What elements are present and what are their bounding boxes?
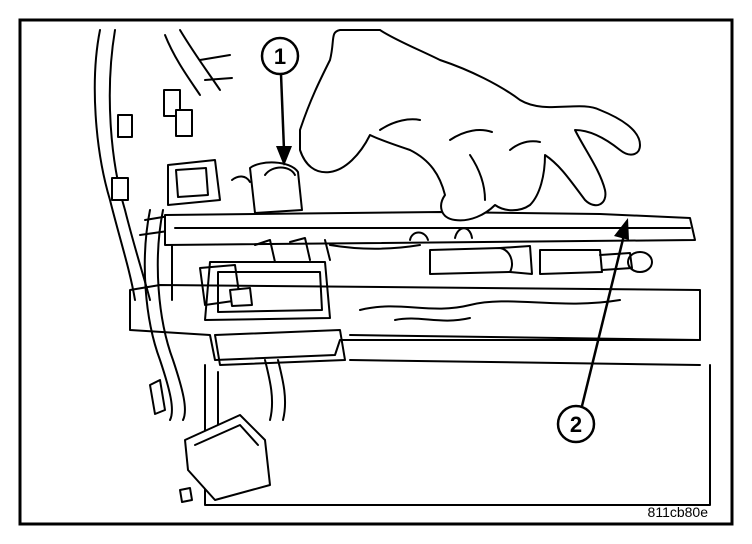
callout-2-leader xyxy=(580,234,626,407)
figure-id: 811cb80e xyxy=(648,504,709,520)
lower-panel xyxy=(129,284,701,361)
mounting-bracket xyxy=(167,159,221,206)
wiring-harness xyxy=(93,29,136,301)
callout-1-label: 1 xyxy=(274,44,286,69)
callout-1-leader xyxy=(279,73,286,151)
figure-border xyxy=(18,18,734,526)
hand xyxy=(299,29,641,222)
callout-2-label: 2 xyxy=(570,412,582,437)
callout-2: 2 xyxy=(556,218,629,444)
callout-1: 1 xyxy=(260,36,300,166)
line-art xyxy=(93,29,711,506)
callout-1-arrowhead xyxy=(276,146,292,166)
actuator-cylinder xyxy=(429,247,513,275)
callout-2-arrowhead xyxy=(614,218,629,240)
retaining-clip xyxy=(249,161,303,214)
electrical-connector xyxy=(184,414,271,501)
